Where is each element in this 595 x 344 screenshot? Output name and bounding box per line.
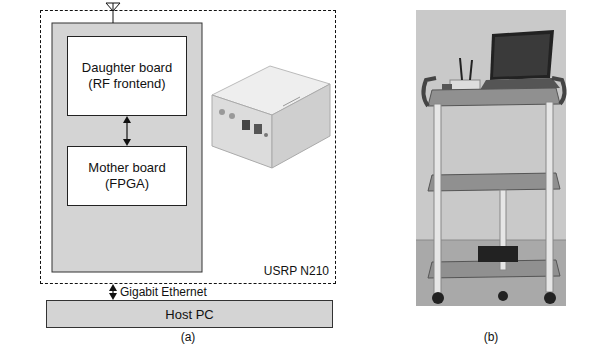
host-box: Host PC (46, 300, 333, 328)
panel-label: (a) (181, 330, 196, 344)
double-arrow (123, 116, 131, 146)
panel-label: (b) (484, 330, 499, 344)
double-arrow (109, 284, 117, 300)
node-label: Daughter board (RF frontend) (77, 60, 177, 92)
enclosure-box: USRP N210 Daughter board (RF frontend) Mot… (40, 10, 336, 284)
node-label: Host PC (165, 307, 213, 322)
housing-panel (52, 23, 202, 272)
process-box: Mother board (FPGA) (67, 146, 187, 206)
part-label: USRP N210 (264, 264, 329, 278)
node-label: Mother board (FPGA) (77, 160, 177, 192)
process-box: Daughter board (RF frontend) (67, 36, 187, 116)
edge-label: Gigabit Ethernet (120, 285, 207, 299)
device-photo (212, 66, 330, 168)
antenna-symbol (106, 3, 120, 23)
cart-photo (416, 10, 566, 306)
